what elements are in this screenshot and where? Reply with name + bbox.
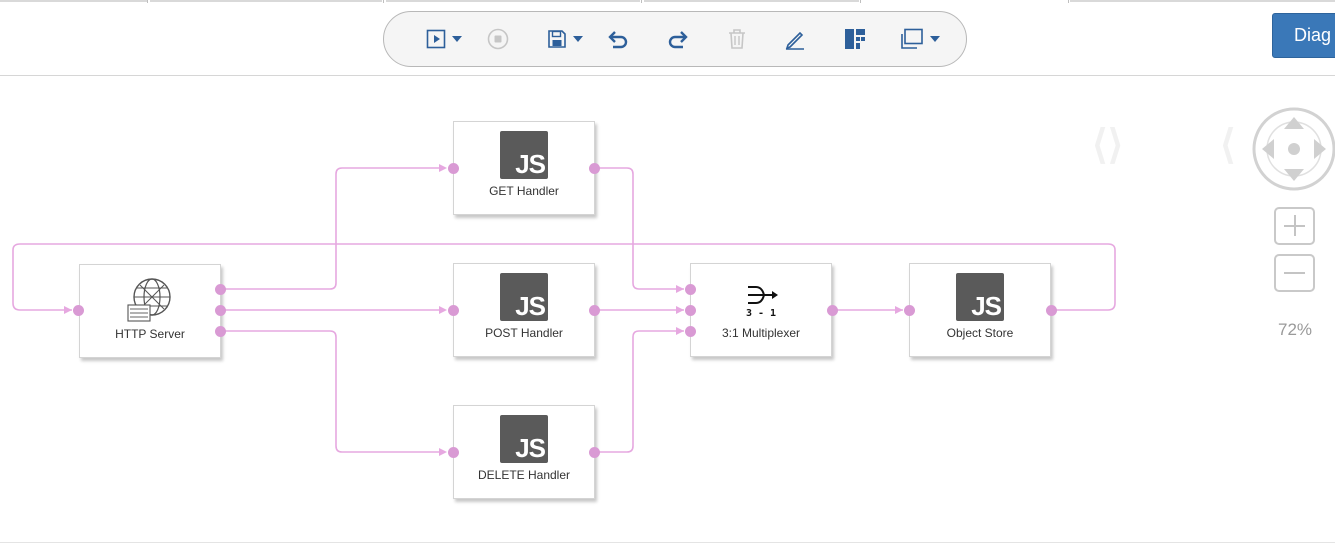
input-port[interactable] — [448, 163, 459, 174]
tab-strip-segment — [150, 0, 382, 2]
ghost-watermark: ⟨ — [1220, 123, 1236, 167]
tab-divider — [641, 0, 642, 3]
save-button[interactable] — [539, 24, 591, 54]
diagram-button[interactable]: Diag — [1272, 13, 1335, 58]
js-icon: JS — [500, 273, 548, 321]
layout-button[interactable] — [841, 24, 869, 54]
chevron-down-icon — [573, 36, 583, 42]
undo-button[interactable] — [604, 24, 632, 54]
wire-get-mux — [595, 167, 684, 290]
wire-http-delete — [221, 330, 445, 453]
output-port[interactable] — [589, 305, 600, 316]
output-port[interactable] — [215, 284, 226, 295]
input-port[interactable] — [685, 284, 696, 295]
play-icon — [426, 29, 446, 49]
multiplexer-ratio: 3 - 1 — [745, 308, 777, 319]
tab-strip-segment — [1070, 0, 1335, 2]
window-button[interactable] — [894, 24, 946, 54]
save-icon — [548, 30, 566, 48]
pan-down-icon — [1284, 169, 1304, 181]
node-object-store[interactable]: JS Object Store — [909, 263, 1051, 357]
redo-button[interactable] — [664, 24, 692, 54]
node-delete-handler[interactable]: JS DELETE Handler — [453, 405, 595, 499]
edit-button[interactable] — [782, 24, 808, 54]
wire-arrow — [676, 327, 684, 335]
tab-strip — [0, 0, 1335, 3]
tab-divider — [147, 0, 148, 3]
input-port[interactable] — [685, 305, 696, 316]
wire-arrow — [676, 306, 684, 314]
output-port[interactable] — [215, 326, 226, 337]
js-icon: JS — [500, 131, 548, 179]
trash-icon — [729, 29, 745, 49]
wire-layer — [12, 164, 1116, 456]
pan-control[interactable] — [1252, 107, 1335, 191]
wire-arrow — [64, 306, 72, 314]
wire-delete-mux — [595, 330, 684, 453]
input-port[interactable] — [685, 326, 696, 337]
input-port[interactable] — [448, 305, 459, 316]
globe-server-icon — [127, 278, 171, 322]
pan-up-icon — [1284, 117, 1304, 129]
tab-strip-segment — [0, 0, 147, 2]
tab-divider — [1068, 0, 1069, 3]
layout-icon — [845, 29, 865, 49]
node-label: POST Handler — [485, 326, 563, 340]
tab-strip-segment — [386, 0, 640, 2]
tab-strip-segment — [644, 0, 859, 2]
output-port[interactable] — [215, 305, 226, 316]
node-label: DELETE Handler — [477, 468, 571, 482]
ghost-watermark: ⟨⟩ — [1092, 123, 1124, 167]
zoom-level: 72% — [1277, 320, 1313, 339]
wire-arrow — [676, 285, 684, 293]
input-port[interactable] — [448, 447, 459, 458]
chevron-down-icon — [930, 36, 940, 42]
toolbar-separator — [0, 75, 1335, 76]
js-icon: JS — [500, 415, 548, 463]
window-icon — [901, 28, 923, 49]
tab-divider — [860, 0, 861, 3]
delete-button[interactable] — [724, 24, 750, 54]
input-port[interactable] — [904, 305, 915, 316]
node-label: HTTP Server — [115, 327, 185, 341]
pan-left-icon — [1262, 139, 1274, 159]
wire-arrow — [439, 306, 447, 314]
wire-arrow — [895, 306, 903, 314]
redo-icon — [668, 31, 688, 49]
diagram-canvas[interactable]: HTTP Server JS GET Handler JS POST Handl… — [0, 76, 1335, 542]
multiplexer-icon — [748, 286, 778, 304]
output-port[interactable] — [589, 447, 600, 458]
wire-store-http — [12, 243, 1116, 311]
diagram-toolbar — [383, 11, 967, 67]
zoom-in-button[interactable] — [1274, 207, 1315, 245]
node-multiplexer[interactable]: 3 - 1 3:1 Multiplexer — [690, 263, 832, 357]
undo-icon — [608, 31, 628, 49]
wire-http-get — [221, 167, 445, 290]
zoom-out-button[interactable] — [1274, 254, 1315, 292]
js-icon: JS — [956, 273, 1004, 321]
wire-arrow — [439, 448, 447, 456]
tab-divider — [383, 0, 384, 3]
node-label: GET Handler — [489, 184, 559, 198]
output-port[interactable] — [1046, 305, 1057, 316]
stop-button[interactable] — [484, 24, 512, 54]
node-label: 3:1 Multiplexer — [721, 326, 801, 340]
run-button[interactable] — [418, 24, 470, 54]
output-port[interactable] — [589, 163, 600, 174]
pan-center-icon — [1288, 143, 1300, 155]
node-get-handler[interactable]: JS GET Handler — [453, 121, 595, 215]
pencil-icon — [785, 31, 804, 50]
chevron-down-icon — [452, 36, 462, 42]
input-port[interactable] — [73, 305, 84, 316]
canvas-bottom-border — [0, 542, 1335, 543]
node-post-handler[interactable]: JS POST Handler — [453, 263, 595, 357]
wire-arrow — [439, 164, 447, 172]
node-label: Object Store — [946, 326, 1014, 340]
pan-right-icon — [1314, 139, 1326, 159]
stop-icon — [487, 28, 509, 50]
node-http-server[interactable]: HTTP Server — [79, 264, 221, 358]
output-port[interactable] — [827, 305, 838, 316]
